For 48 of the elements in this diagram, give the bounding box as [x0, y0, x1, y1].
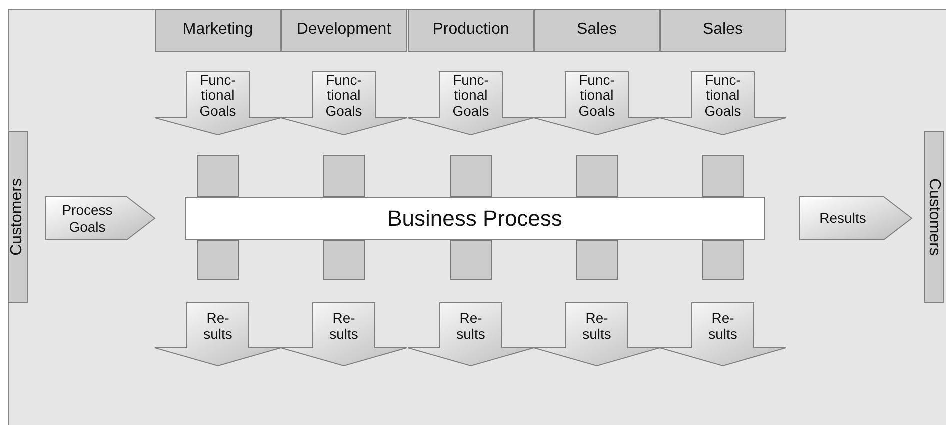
department-label: Sales: [702, 21, 744, 40]
arrow-label: Func- tional Goals: [198, 72, 238, 120]
side-bar: [924, 131, 944, 303]
arrow-label: Func- tional Goals: [578, 72, 616, 120]
department-box: [155, 9, 281, 52]
connector-bar: [576, 155, 618, 197]
pointed-callout: [281, 72, 407, 135]
department-box: [408, 9, 534, 52]
side-label: Customers: [925, 178, 944, 256]
connector-bar: [450, 155, 492, 197]
side-label: Customers: [8, 178, 27, 256]
arrow-label: Func- tional Goals: [452, 72, 490, 120]
arrow-label: Func- tional Goals: [704, 72, 742, 120]
department-box: [660, 9, 786, 52]
pointed-callout: [155, 72, 281, 135]
arrow-label: Results: [820, 210, 866, 227]
pointed-callout: [660, 72, 786, 135]
connector-bar: [576, 240, 618, 280]
process-box: [185, 197, 765, 240]
pointed-callout: [534, 303, 660, 366]
department-label: Production: [432, 21, 510, 40]
connector-bar: [450, 240, 492, 280]
arrow-label: Re- sults: [328, 311, 360, 342]
arrow-label: Re- sults: [708, 311, 738, 342]
department-label: Development: [296, 21, 392, 40]
process-label: Business Process: [388, 206, 562, 232]
connector-bar: [323, 240, 365, 280]
pointed-callout: [408, 303, 534, 366]
department-box: [281, 9, 407, 52]
pointed-callout: [408, 72, 534, 135]
arrow-label: Func- tional Goals: [324, 72, 364, 120]
pointed-callout: [281, 303, 407, 366]
department-label: Sales: [576, 21, 618, 40]
department-box: [534, 9, 660, 52]
pointed-callout: [660, 303, 786, 366]
side-bar: [8, 131, 28, 303]
connector-bar: [197, 155, 239, 197]
pointed-callout: [534, 72, 660, 135]
arrow-label: Re- sults: [202, 311, 234, 342]
arrow-label: Re- sults: [582, 311, 612, 342]
connector-bar: [702, 240, 744, 280]
department-label: Marketing: [182, 21, 254, 40]
arrow-label: Re- sults: [456, 311, 486, 342]
pointed-callout: [155, 303, 281, 366]
connector-bar: [702, 155, 744, 197]
connector-bar: [197, 240, 239, 280]
connector-bar: [323, 155, 365, 197]
arrow-label: Process Goals: [61, 202, 114, 235]
